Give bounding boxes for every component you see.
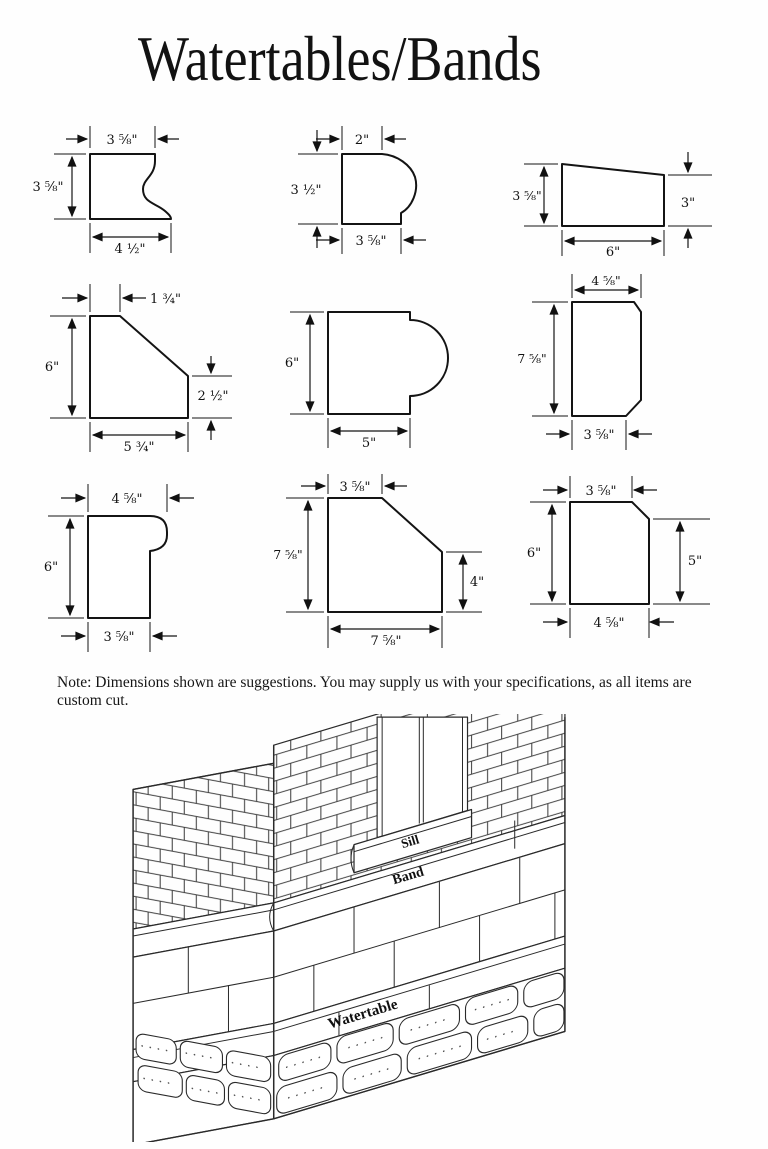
dim-left: 6" [45, 360, 59, 375]
dim-bottom: 3 ⅝" [104, 630, 135, 645]
dim-bottom: 6" [606, 245, 620, 260]
dim-bottom: 3 ⅝" [356, 234, 387, 249]
dim-left: 6" [44, 560, 58, 575]
dim-left: 6" [285, 356, 299, 371]
page-title: Watertables/Bands [138, 23, 542, 94]
profile-cell-2: 2" 3 ½" 3 ⅝" [270, 120, 510, 272]
profile-cell-4: 1 ¾" 6" 2 ½" 5 ¾" [28, 272, 270, 472]
profile-diagram-bullnose: 2" 3 ½" 3 ⅝" [291, 126, 426, 254]
profile-diagram-ogee: 3 ⅝" 3 ⅝" 4 ½" [33, 126, 179, 257]
profile-diagram-small-chamfer: 3 ⅝" 6" 5" 4 ⅝" [527, 476, 710, 638]
profile-cell-1: 3 ⅝" 3 ⅝" 4 ½" [28, 120, 270, 272]
profile-diagram-chamfer-large: 1 ¾" 6" 2 ½" 5 ¾" [45, 284, 232, 455]
dim-top: 4 ⅝" [591, 274, 620, 288]
dim-left: 3 ⅝" [512, 189, 541, 203]
profile-diagram-roundnose: 4 ⅝" 6" 3 ⅝" [44, 484, 194, 652]
profile-grid: 3 ⅝" 3 ⅝" 4 ½" 2" 3 ½" [28, 120, 744, 672]
profile-cell-3: 3 ⅝" 3" 6" [510, 120, 744, 272]
wall-illustration: Sill Band [118, 657, 580, 1147]
dim-top: 3 ⅝" [340, 480, 371, 495]
dim-left: 7 ⅝" [517, 352, 546, 366]
dim-left: 6" [527, 546, 541, 561]
profile-diagram-taper: 3 ⅝" 3" 6" [512, 152, 712, 260]
dim-top: 1 ¾" [150, 292, 181, 307]
dim-top: 4 ⅝" [112, 492, 143, 507]
left-brick-face [132, 762, 275, 930]
dim-left: 7 ⅝" [273, 548, 302, 562]
profile-diagram-splay: 3 ⅝" 7 ⅝" 4" 7 ⅝" [273, 474, 484, 649]
dim-left: 3 ½" [291, 183, 322, 198]
dim-bottom: 5 ¾" [124, 440, 155, 455]
note-text: Note: Dimensions shown are suggestions. … [57, 674, 692, 709]
profile-diagram-tall-chamfer: 4 ⅝" 7 ⅝" 3 ⅝" [517, 274, 652, 450]
dim-bottom: 7 ⅝" [371, 634, 402, 649]
dim-top: 2" [355, 133, 369, 148]
rubble-stones-right [276, 972, 565, 1114]
isometric-wall-corner: Sill Band [132, 657, 566, 1146]
dim-bottom: 4 ½" [115, 242, 146, 257]
profile-cell-5: 6" 5" [270, 272, 510, 472]
dim-left: 3 ⅝" [33, 180, 64, 195]
profile-diagram-halfround: 6" 5" [285, 311, 449, 451]
dim-top: 3 ⅝" [107, 133, 138, 148]
rubble-stones-left [135, 1033, 272, 1115]
dim-right: 4" [470, 575, 484, 590]
profile-cell-9: 3 ⅝" 6" 5" 4 ⅝" [510, 472, 744, 672]
dim-bottom: 4 ⅝" [594, 616, 625, 631]
profile-cell-8: 3 ⅝" 7 ⅝" 4" 7 ⅝" [270, 472, 510, 672]
dim-top: 3 ⅝" [586, 484, 617, 499]
profile-cell-7: 4 ⅝" 6" 3 ⅝" [28, 472, 270, 672]
profile-cell-6: 4 ⅝" 7 ⅝" 3 ⅝" [510, 272, 744, 472]
sill-label: Sill [399, 831, 421, 851]
dim-right: 5" [688, 554, 702, 569]
dim-right: 2 ½" [198, 389, 229, 404]
dim-bottom: 3 ⅝" [584, 428, 615, 443]
dim-bottom: 5" [362, 436, 376, 451]
dim-right: 3" [681, 196, 695, 211]
